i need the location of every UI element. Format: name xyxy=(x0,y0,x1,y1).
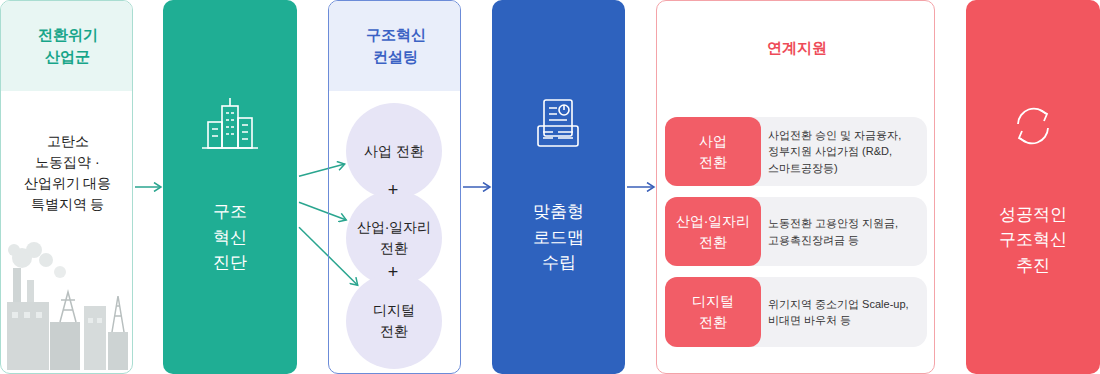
support-pill: 산업·일자리 전환 xyxy=(665,197,761,266)
support-band: 위기지역 중소기업 Scale-up, 비대면 바우처 등 디지털 전환 xyxy=(665,277,927,347)
header-text: 구조혁신 컨설팅 xyxy=(354,24,438,69)
circle-outline xyxy=(346,273,442,369)
factory-illustration xyxy=(39,253,53,267)
factory-illustration xyxy=(27,280,34,370)
node-text: 연계지원 xyxy=(767,37,827,60)
factory-illustration xyxy=(26,242,42,258)
text-area: 사업전환 승인 및 자금융자, 정부지원 사업가점 (R&D, 스마트공장등) xyxy=(768,117,925,186)
node-text: 성공적인 구조혁신 추진 xyxy=(996,202,1070,279)
node-text: 산업·일자리 전환 xyxy=(668,211,758,253)
text-area: 연계지원 xyxy=(657,21,936,76)
process-box: 구조 혁신 진단 xyxy=(163,0,297,374)
text-area: 고탄소 노동집약 · 산업위기 대응 특별지역 등 xyxy=(1,99,134,246)
header-band xyxy=(1,1,132,91)
building-icon xyxy=(202,98,258,148)
node-text: 고탄소 노동집약 · 산업위기 대응 특별지역 등 xyxy=(22,131,114,215)
factory-illustration xyxy=(13,268,21,370)
refresh-icon xyxy=(1018,109,1048,144)
header-text: 전환위기 산업군 xyxy=(26,24,110,69)
support-band: 노동전환 고용안정 지원금, 고용촉진장려금 등 산업·일자리 전환 xyxy=(665,197,927,266)
refresh-icon xyxy=(1040,110,1047,121)
source-panel: 전환위기 산업군고탄소 노동집약 · 산업위기 대응 특별지역 등 xyxy=(0,0,133,374)
factory-illustration xyxy=(12,312,18,318)
document-icon xyxy=(559,105,569,115)
text-area: 성공적인 구조혁신 추진 xyxy=(966,190,1100,290)
factory-illustration xyxy=(12,248,32,268)
factory-illustration xyxy=(112,296,124,332)
result-box: 성공적인 구조혁신 추진 xyxy=(966,0,1100,374)
refresh-icon xyxy=(1020,128,1048,143)
flow-arrow xyxy=(463,186,490,188)
factory-illustration xyxy=(54,266,66,278)
building-icon xyxy=(226,113,234,134)
factory-illustration xyxy=(8,244,20,256)
factory-illustration xyxy=(84,306,106,370)
document-icon xyxy=(549,105,567,120)
circle-shape xyxy=(346,190,442,286)
text-area: 맞춤형 로드맵 수립 xyxy=(492,185,625,290)
refresh-icon xyxy=(1019,131,1026,142)
node-text: 산업·일자리 전환 xyxy=(350,217,438,259)
factory-illustration xyxy=(97,318,102,323)
building-icon xyxy=(222,106,238,148)
plus-sign: + xyxy=(383,263,403,281)
node-text: 사업전환 승인 및 자금융자, 정부지원 사업가점 (R&D, 스마트공장등) xyxy=(768,127,923,177)
factory-illustration xyxy=(24,312,30,318)
factory-illustration xyxy=(88,318,93,323)
text-area: 디지털 전환 xyxy=(346,273,442,369)
text-area: 산업·일자리 전환 xyxy=(665,197,761,266)
node-text: 맞춤형 로드맵 수립 xyxy=(531,199,586,276)
text-area: 노동전환 고용안정 지원금, 고용촉진장려금 등 xyxy=(768,197,925,266)
node-text: 사업 전환 xyxy=(364,141,424,162)
support-pill: 디지털 전환 xyxy=(665,277,761,347)
factory-illustration xyxy=(7,302,49,370)
circle-shape xyxy=(346,103,442,199)
building-icon xyxy=(212,125,248,139)
plus-sign: + xyxy=(383,181,403,199)
document-icon xyxy=(538,126,578,146)
factory-illustration xyxy=(60,292,76,322)
process-box: 맞춤형 로드맵 수립 xyxy=(492,0,625,374)
flow-arrow xyxy=(299,164,345,176)
text-area: 전환위기 산업군 xyxy=(1,1,134,91)
building-icon xyxy=(238,118,252,148)
document-icon xyxy=(538,100,578,146)
text-area: 구조 혁신 진단 xyxy=(163,185,297,290)
support-pill: 사업 전환 xyxy=(665,117,761,186)
flow-arrow xyxy=(135,186,161,188)
document-icon xyxy=(543,132,573,138)
building-icon xyxy=(208,122,222,148)
factory-illustration xyxy=(7,242,128,370)
node-text: 디지털 전환 xyxy=(685,291,741,333)
node-text: 노동전환 고용안정 지원금, 고용촉진장려금 등 xyxy=(768,215,923,248)
text-area: 위기지역 중소기업 Scale-up, 비대면 바우처 등 xyxy=(768,277,925,347)
text-area: 디지털 전환 xyxy=(665,277,761,347)
flow-arrow xyxy=(299,202,346,220)
node-text: 위기지역 중소기업 Scale-up, 비대면 바우처 등 xyxy=(768,296,923,329)
text-area: 구조혁신 컨설팅 xyxy=(329,1,462,91)
consulting-circle: 디지털 전환 xyxy=(346,273,442,369)
flow-arrow xyxy=(627,186,654,188)
factory-illustration xyxy=(50,322,80,370)
building-icon xyxy=(202,98,258,148)
circle-shape xyxy=(346,273,442,369)
support-band: 사업전환 승인 및 자금융자, 정부지원 사업가점 (R&D, 스마트공장등) 사… xyxy=(665,117,927,186)
header-band xyxy=(329,1,460,91)
refresh-icon xyxy=(1018,109,1046,124)
group-panel: 연계지원사업전환 승인 및 자금융자, 정부지원 사업가점 (R&D, 스마트공… xyxy=(656,0,935,374)
node-text: 구조 혁신 진단 xyxy=(210,199,250,276)
text-area: 사업 전환 xyxy=(665,117,761,186)
node-text: 사업 전환 xyxy=(685,131,741,173)
document-icon xyxy=(544,100,572,136)
factory-illustration xyxy=(36,312,42,318)
factory-illustration xyxy=(108,332,128,370)
node-text: 디지털 전환 xyxy=(364,300,424,342)
